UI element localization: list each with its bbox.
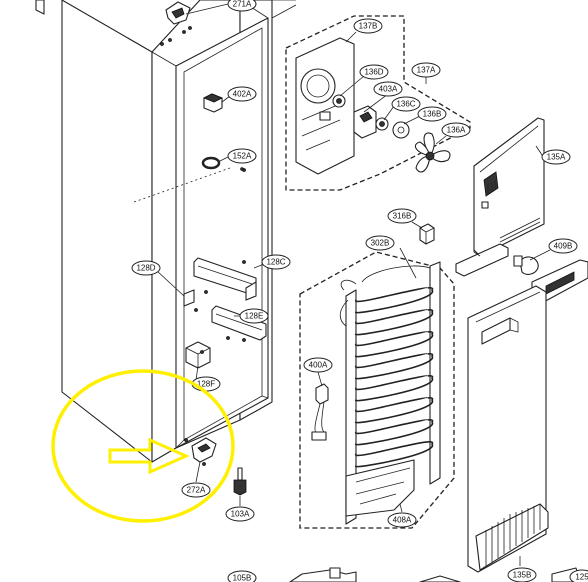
callout-128C: 128C bbox=[261, 254, 291, 270]
callout-271A-text: 271A bbox=[233, 0, 252, 9]
callout-136D: 136D bbox=[359, 64, 389, 80]
callout-135B: 135B bbox=[507, 567, 537, 582]
callout-136C: 136C bbox=[391, 96, 421, 112]
liner-screws bbox=[194, 290, 230, 354]
callout-302B-text: 302B bbox=[371, 239, 390, 248]
callout-152A-text: 152A bbox=[233, 152, 252, 161]
callout-408A-text: 408A bbox=[393, 516, 412, 525]
callout-103A-text: 103A bbox=[231, 510, 250, 519]
part-316B-sensor bbox=[419, 223, 435, 245]
callout-409B-text: 409B bbox=[554, 242, 573, 251]
callout-402A: 402A bbox=[227, 86, 257, 102]
callout-316B-text: 316B bbox=[393, 212, 412, 221]
callout-128E: 128E bbox=[239, 308, 269, 324]
callout-403A-text: 403A bbox=[379, 85, 398, 94]
callout-272A-text: 272A bbox=[187, 486, 206, 495]
callout-136C-text: 136C bbox=[396, 100, 415, 109]
part-128F-block bbox=[185, 341, 211, 369]
callout-402A-text: 402A bbox=[233, 90, 252, 99]
callout-136D-text: 136D bbox=[364, 68, 383, 77]
callout-316B: 316B bbox=[387, 208, 417, 224]
callout-105B: 105B bbox=[227, 570, 257, 582]
callout-272A: 272A bbox=[181, 482, 211, 498]
callout-labels: 271A 402A 152A 128D 128C 128E 128F 272A bbox=[131, 0, 588, 582]
callout-136B: 136B bbox=[417, 106, 447, 122]
refrigerator-cabinet bbox=[35, 0, 297, 463]
cover-grille bbox=[475, 503, 549, 571]
callout-128F-text: 128F bbox=[197, 380, 215, 389]
part-135B-cover bbox=[467, 285, 549, 573]
part-103A-leveler bbox=[233, 467, 247, 496]
callout-409B: 409B bbox=[548, 238, 578, 254]
highlight-annotation bbox=[51, 369, 235, 523]
evaporator-coils bbox=[355, 287, 433, 468]
callout-128D: 128D bbox=[131, 260, 161, 276]
part-400A-harness bbox=[311, 383, 329, 441]
part-135A-cover bbox=[455, 117, 545, 277]
callout-135A: 135A bbox=[541, 149, 571, 165]
callout-128D-text: 128D bbox=[136, 264, 155, 273]
part-136A-fan-blade bbox=[414, 132, 451, 173]
part-152A-ring bbox=[201, 156, 244, 171]
callout-137B: 137B bbox=[353, 18, 383, 34]
callout-135B-text: 135B bbox=[513, 571, 532, 580]
callout-302B: 302B bbox=[365, 235, 395, 251]
callout-137A-text: 137A bbox=[417, 66, 436, 75]
callout-136A-text: 136A bbox=[447, 126, 466, 135]
callout-136A: 136A bbox=[441, 122, 471, 138]
callout-400A: 400A bbox=[303, 357, 333, 373]
callout-152A: 152A bbox=[227, 148, 257, 164]
callout-125-text: 125 bbox=[575, 573, 588, 582]
callout-135A-text: 135A bbox=[547, 153, 566, 162]
part-128C-rail bbox=[183, 257, 257, 307]
leader-lines bbox=[155, 3, 551, 566]
callout-136B-text: 136B bbox=[423, 110, 442, 119]
callout-408A: 408A bbox=[387, 512, 417, 528]
callout-128E-text: 128E bbox=[245, 312, 264, 321]
callout-125: 125 bbox=[569, 569, 588, 582]
callout-137A: 137A bbox=[411, 62, 441, 78]
evaporator-group bbox=[299, 251, 455, 529]
callout-271A: 271A bbox=[227, 0, 257, 12]
part-402A-switch bbox=[203, 93, 223, 113]
callout-137B-text: 137B bbox=[359, 22, 378, 31]
highlight-circle bbox=[51, 369, 235, 523]
callout-128C-text: 128C bbox=[266, 258, 285, 267]
callout-105B-text: 105B bbox=[233, 574, 252, 582]
callout-400A-text: 400A bbox=[309, 361, 328, 370]
part-272A-hinge bbox=[184, 437, 217, 466]
part-128E-rail bbox=[211, 305, 267, 341]
callout-403A: 403A bbox=[373, 81, 403, 97]
callout-103A: 103A bbox=[225, 506, 255, 522]
highlight-arrow bbox=[108, 437, 190, 475]
fan-assembly-group bbox=[285, 15, 471, 191]
